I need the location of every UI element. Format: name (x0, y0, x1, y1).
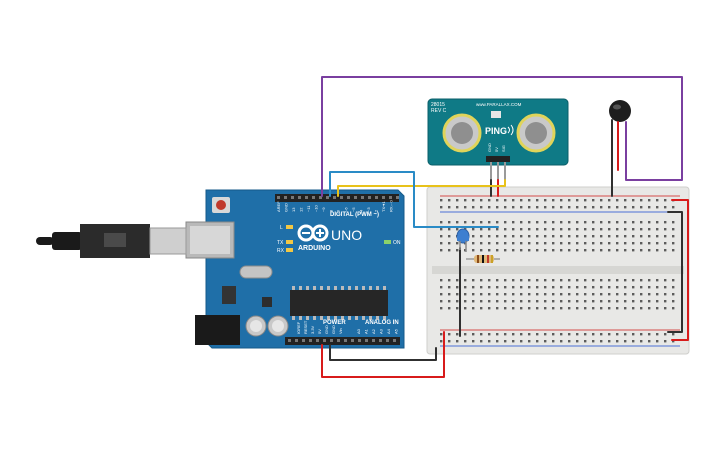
tx-label: TX (277, 240, 284, 246)
led-l (286, 225, 293, 229)
header-pins (277, 196, 399, 342)
sensor-maker: www.PARALLAX.COM (476, 102, 522, 107)
pin-label: A1 (364, 328, 369, 334)
power-label: POWER (323, 320, 346, 326)
wire-rail-red-right[interactable] (671, 199, 689, 341)
wire-5v-red[interactable] (321, 331, 445, 378)
pin-label: ~3 (366, 207, 371, 212)
pin-label: GND (331, 325, 336, 334)
arduino-logo (297, 224, 329, 242)
blue-led[interactable] (456, 228, 470, 252)
pin-label: 5V (317, 329, 322, 334)
resistor[interactable] (466, 255, 500, 263)
pin-label: A4 (386, 328, 391, 334)
pin-label: 12 (299, 207, 304, 212)
pin-label: TX➜1 (381, 201, 386, 212)
model-label: UNO (331, 227, 362, 243)
pin-label: 7 (336, 209, 341, 212)
pin-label: RX←0 (389, 199, 394, 212)
pin-label: 2 (374, 209, 379, 212)
pin-label: 3.3V (310, 325, 315, 334)
led-rx (286, 248, 293, 252)
arduino-uno-board[interactable]: ARDUINO UNO DIGITAL (PWM ~) TX RX L ON P… (185, 189, 405, 349)
breadboard[interactable] (426, 186, 690, 355)
ping-ultrasonic-sensor[interactable]: 28015 REV C www.PARALLAX.COM PING GND 5V… (427, 98, 569, 180)
pin-label: A2 (371, 328, 376, 334)
sensor-part-id: 28015 (431, 102, 445, 108)
sensor-pin-sig: SIG (501, 145, 506, 152)
wire-purple[interactable] (321, 76, 683, 197)
sensor-rev: REV C (431, 108, 447, 114)
pin-label: GND (324, 325, 329, 334)
wire-gnd-black[interactable] (329, 344, 437, 361)
wire-blue[interactable] (329, 171, 499, 228)
pin-label: 13 (291, 207, 296, 212)
led-tx (286, 240, 293, 244)
pin-label: ~11 (306, 205, 311, 212)
wire-yellow[interactable] (337, 179, 506, 197)
analog-label: ANALOG IN (365, 320, 399, 326)
pin-label: IOREF (296, 321, 301, 334)
rx-label: RX (277, 248, 285, 254)
usb-cable (36, 224, 187, 258)
pin-label: GND (284, 203, 289, 212)
piezo-buzzer[interactable] (609, 100, 631, 122)
dc-power-jack (195, 315, 240, 345)
sensor-pin-5v: 5V (494, 147, 499, 152)
sensor-pin-gnd: GND (487, 143, 492, 152)
pin-label: A3 (379, 328, 384, 334)
pin-label: 8 (329, 209, 334, 212)
pin-label: RESET (303, 320, 308, 334)
crystal (239, 265, 273, 279)
pin-label: A0 (356, 328, 361, 334)
pin-label: ~9 (321, 207, 326, 212)
pin-label: ~5 (351, 207, 356, 212)
breadboard-holes (440, 199, 675, 343)
sensor-name: PING (485, 126, 507, 136)
on-label: ON (393, 240, 401, 246)
pin-label: Vin (338, 328, 343, 334)
pin-label: ~6 (344, 207, 349, 212)
pin-label: A5 (394, 328, 399, 334)
led-on (384, 240, 391, 244)
pin-label: 4 (359, 209, 364, 212)
pin-label: AREF (276, 201, 281, 212)
l-label: L (280, 225, 283, 231)
microcontroller-chip (290, 290, 388, 316)
pin-label: ~10 (314, 204, 319, 212)
wire-rail-black-right[interactable] (667, 211, 683, 333)
brand-label: ARDUINO (298, 245, 331, 252)
digital-label: DIGITAL (PWM ~) (330, 212, 379, 218)
